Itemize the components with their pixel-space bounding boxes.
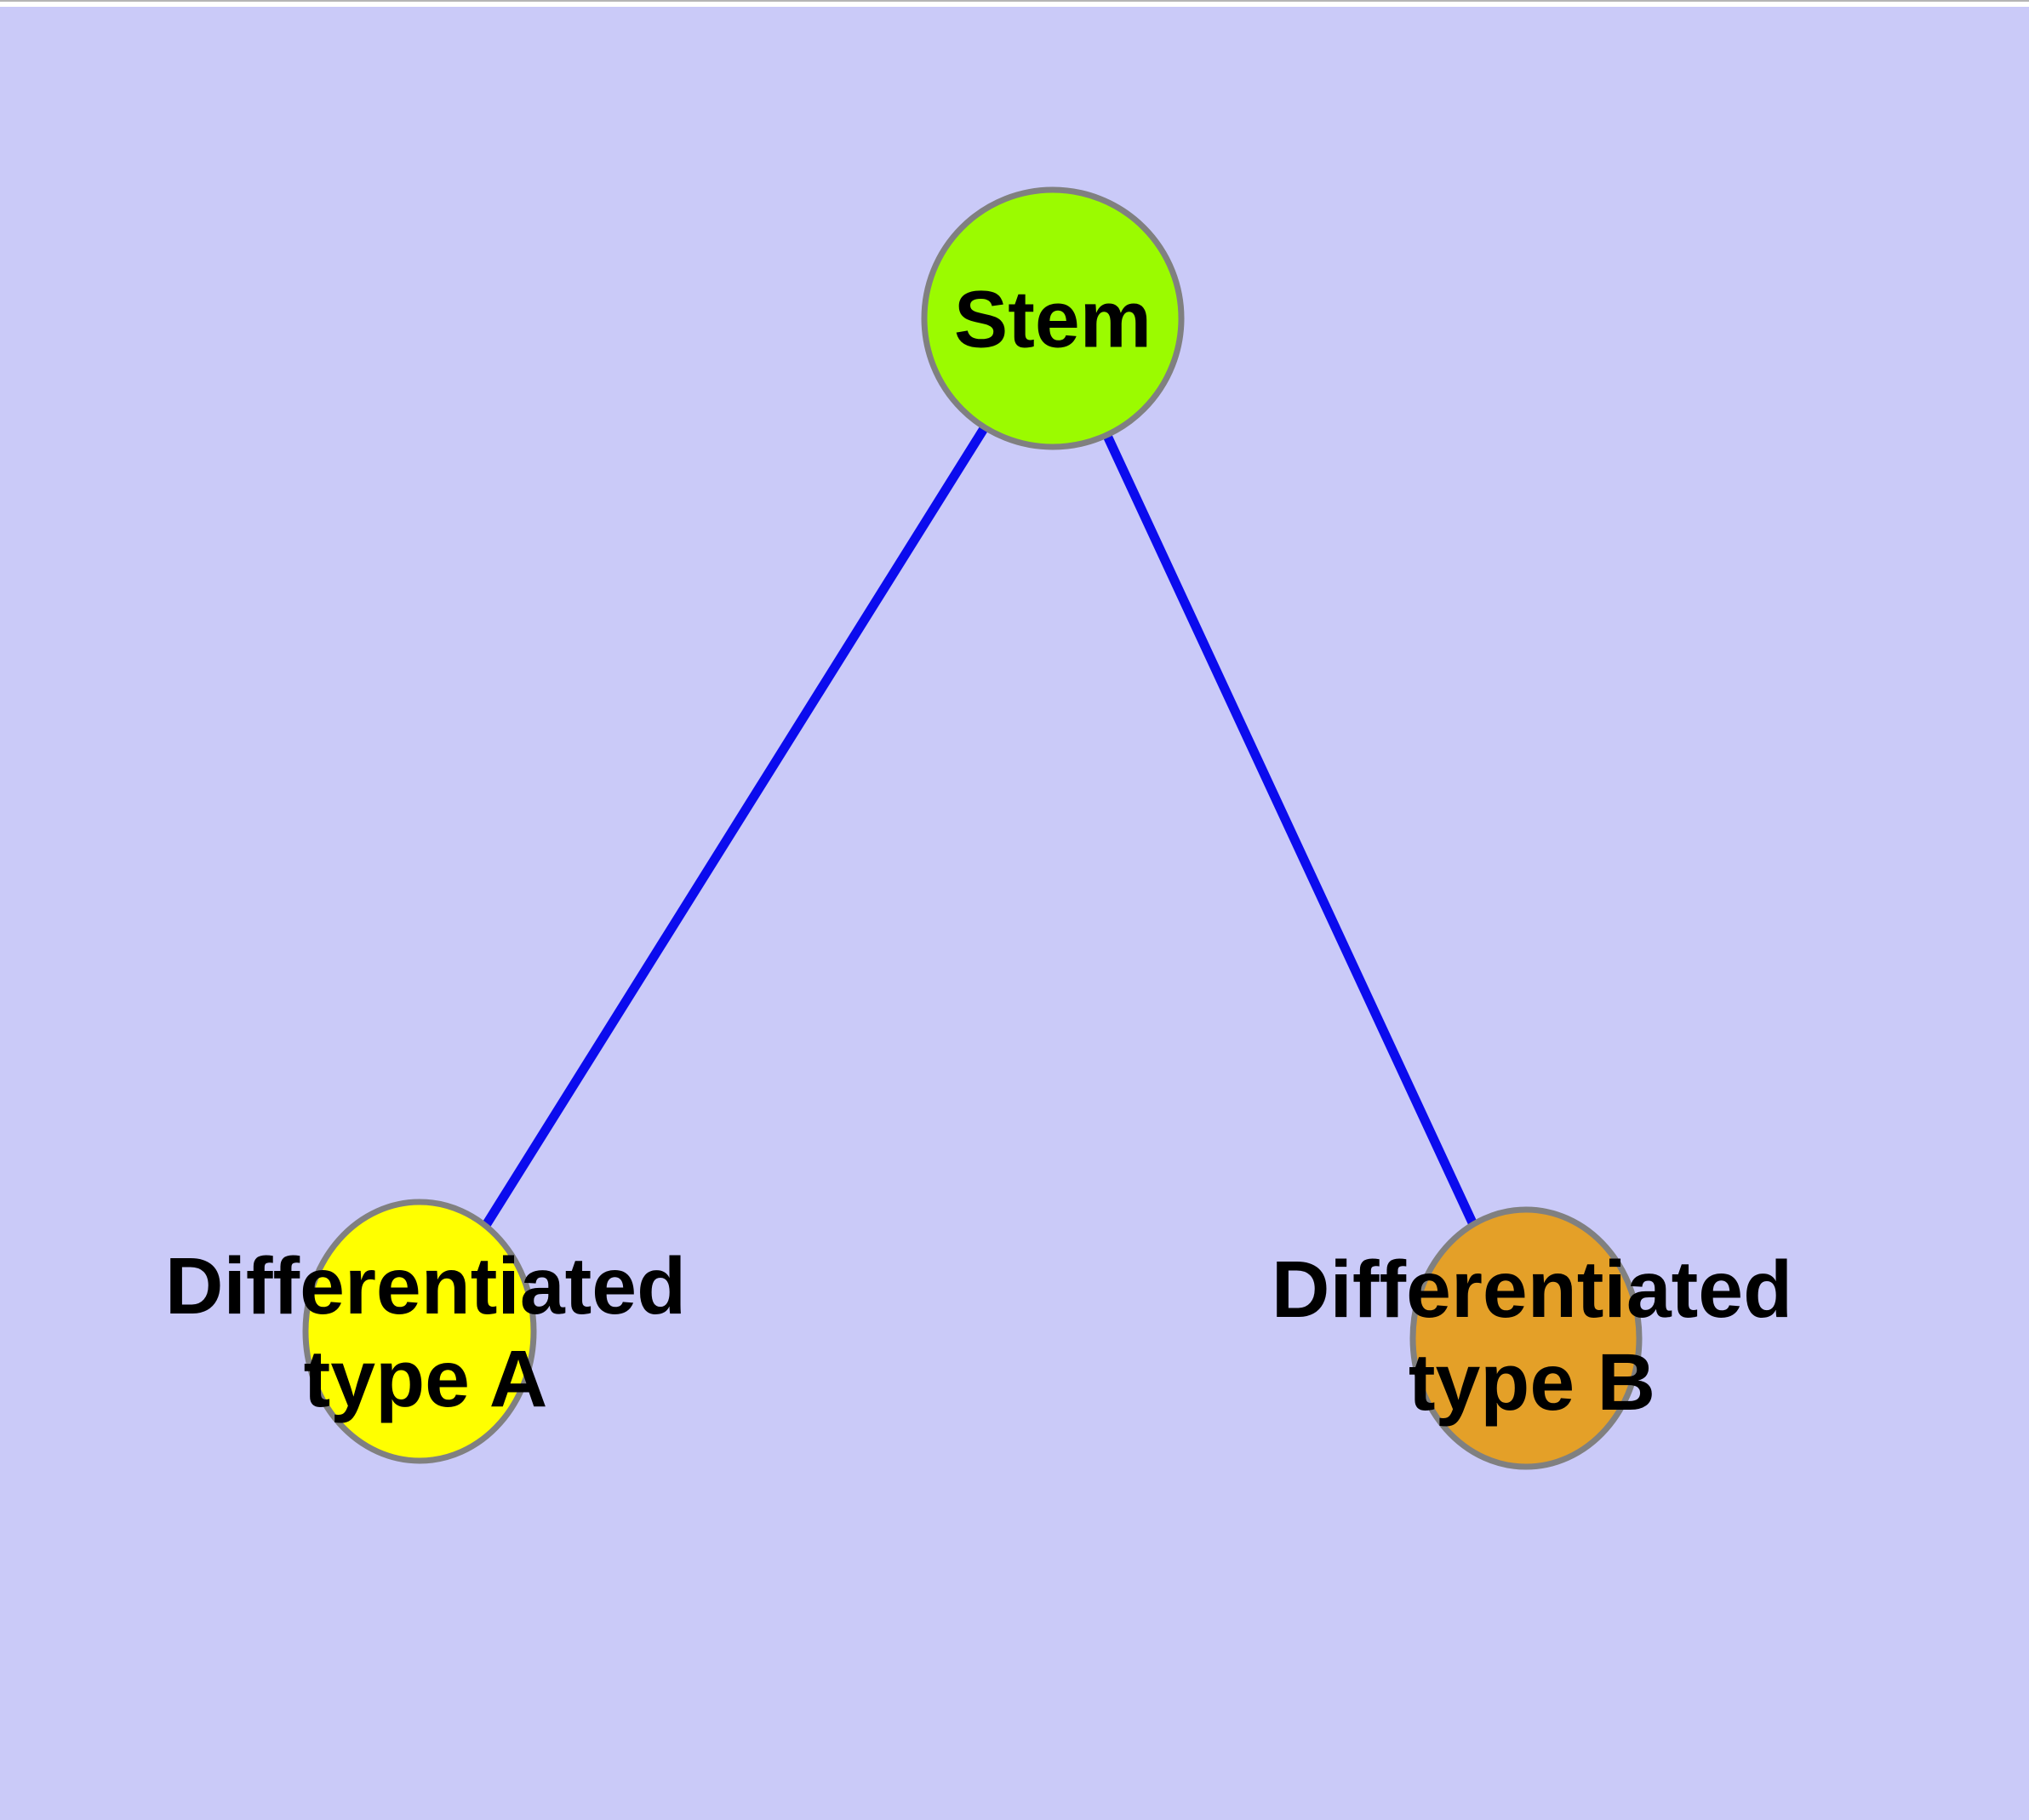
- node-differentiated-type-a-circle[interactable]: [302, 1199, 537, 1464]
- edge-stem-to-type-b[interactable]: [1049, 316, 1530, 1341]
- node-differentiated-type-b-circle[interactable]: [1409, 1206, 1643, 1470]
- node-stem-circle[interactable]: [921, 186, 1185, 450]
- edge-stem-to-type-a[interactable]: [415, 316, 1057, 1334]
- top-hairline: [0, 0, 2029, 2]
